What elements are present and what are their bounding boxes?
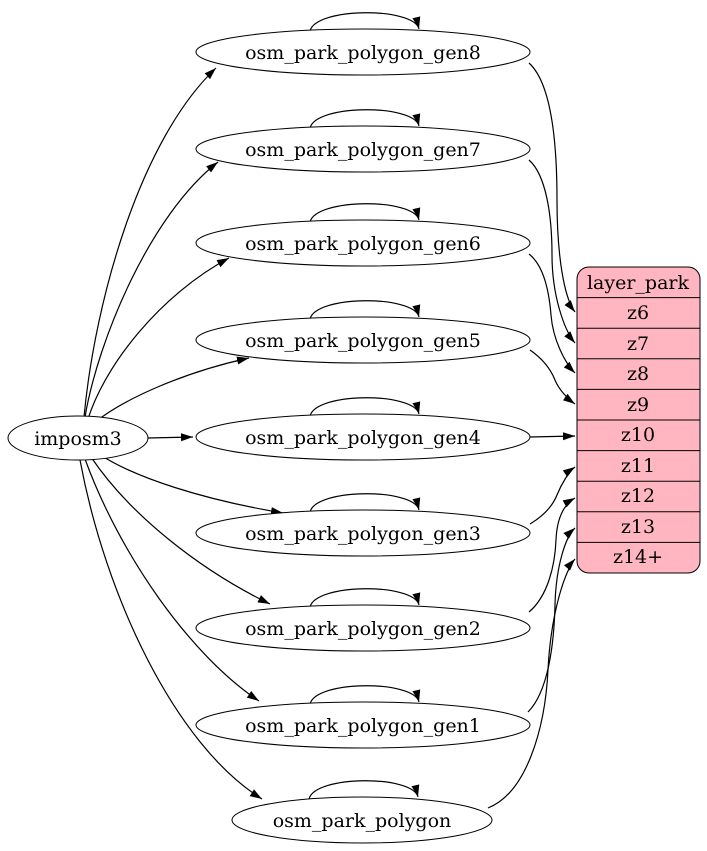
edge-imposm3-to-gen1 [84,458,260,702]
node-label: osm_park_polygon [273,810,452,832]
node-label: osm_park_polygon_gen2 [245,618,481,640]
edge-imposm3-to-gen4 [147,433,194,442]
edge-polygon-to-z14 [487,558,576,809]
edge-gen6-to-z8 [528,253,576,374]
self-loop-gen7 [309,109,421,129]
layer-row-z8: z8 [627,363,649,385]
edge-gen5-to-z9 [529,349,576,405]
node-ellipse [195,28,531,76]
node-osm-park-polygon-gen6: osm_park_polygon_gen6 [195,219,531,267]
node-ellipse [195,125,531,173]
node-label: imposm3 [34,428,122,450]
layer-row-z13: z13 [621,516,655,538]
layer-row-z14: z14+ [613,546,663,568]
edge-imposm3-to-gen3 [98,453,284,515]
layer-row-z10: z10 [621,424,655,446]
node-osm-park-polygon-gen7: osm_park_polygon_gen7 [195,125,531,173]
edge-imposm3-to-gen5 [93,356,250,424]
node-osm-park-polygon-gen3: osm_park_polygon_gen3 [195,509,531,557]
self-loop-gen1 [309,685,421,705]
edge-gen1-to-z13 [527,527,576,713]
edge-imposm3-to-gen7 [84,161,219,418]
edge-layer [79,12,576,809]
self-loop-gen6 [309,203,421,223]
node-osm-park-polygon: osm_park_polygon [231,796,493,844]
node-ellipse [195,316,531,364]
layer-row-z12: z12 [621,485,655,507]
node-ellipse [195,701,531,749]
node-label: osm_park_polygon_gen4 [245,427,481,449]
edge-imposm3-to-gen8 [83,67,217,418]
self-loop-gen4 [309,397,421,417]
node-ellipse [195,219,531,267]
edge-imposm3-to-gen2 [90,456,271,605]
node-label: osm_park_polygon_gen6 [245,233,481,255]
node-label: osm_park_polygon_gen1 [245,715,481,737]
self-loop-gen3 [309,493,421,513]
node-ellipse [231,796,493,844]
layer-park-header: layer_park [587,272,690,294]
self-loop-gen8 [309,12,421,32]
node-ellipse [195,604,531,652]
node-osm-park-polygon-gen5: osm_park_polygon_gen5 [195,316,531,364]
edge-gen8-to-z6 [528,62,576,313]
layer-row-z9: z9 [627,394,649,416]
edge-imposm3-to-polygon [79,459,263,800]
node-label: osm_park_polygon_gen5 [245,330,481,352]
node-ellipse [195,413,531,461]
edge-imposm3-to-gen6 [87,257,230,420]
self-loop-gen2 [309,588,421,608]
edge-gen3-to-z11 [529,466,576,525]
node-osm-park-polygon-gen1: osm_park_polygon_gen1 [195,701,531,749]
edge-gen4-to-z10 [529,432,576,441]
node-imposm3: imposm3 [7,415,149,461]
self-loop-polygon [308,780,420,800]
layer-row-z6: z6 [627,302,649,324]
node-osm-park-polygon-gen2: osm_park_polygon_gen2 [195,604,531,652]
self-loop-gen5 [309,300,421,320]
node-osm-park-polygon-gen8: osm_park_polygon_gen8 [195,28,531,76]
edge-gen2-to-z12 [528,497,576,613]
node-label: osm_park_polygon_gen3 [245,523,481,545]
layer-row-z11: z11 [621,455,655,477]
node-layer-park: layer_park z6 z7 z8 z9 z10 z11 z12 z13 z… [576,266,701,574]
node-label: osm_park_polygon_gen7 [245,139,481,161]
layer-row-z7: z7 [627,333,649,355]
node-label: osm_park_polygon_gen8 [245,42,481,64]
node-osm-park-polygon-gen4: osm_park_polygon_gen4 [195,413,531,461]
node-ellipse [7,415,149,461]
node-ellipse [195,509,531,557]
edge-gen7-to-z7 [528,159,576,344]
